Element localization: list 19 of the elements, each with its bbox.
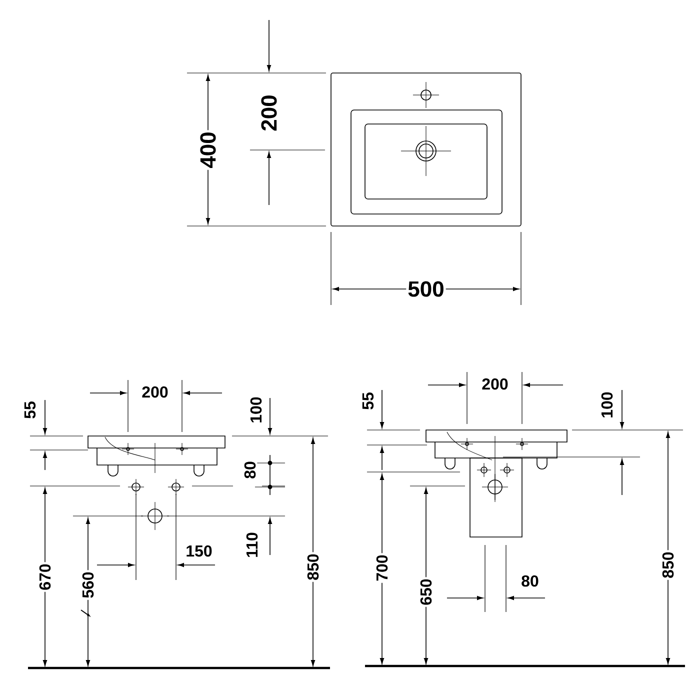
dimension-label: 100 — [600, 390, 614, 420]
dimension-label: 500 — [406, 280, 446, 298]
dimension-label: 100 — [248, 395, 264, 425]
dimension-label: 200 — [480, 376, 510, 392]
dimension-label: 80 — [520, 574, 540, 588]
dimension-label: 650 — [418, 577, 434, 607]
dimension-label: 560 — [80, 570, 96, 600]
dimension-label: 200 — [260, 93, 278, 133]
dimension-label: 80 — [242, 460, 258, 480]
dimension-label: 55 — [22, 400, 38, 420]
dimension-label: 150 — [184, 544, 214, 558]
dimension-label: 670 — [38, 562, 52, 592]
dimension-label: 200 — [140, 384, 170, 400]
dimension-label: 850 — [660, 550, 676, 580]
dimension-label: 850 — [306, 552, 320, 582]
dimension-label: 700 — [374, 553, 390, 583]
dimension-label: 110 — [244, 530, 260, 560]
dimension-label: 400 — [198, 130, 218, 170]
dimension-label: 55 — [360, 390, 376, 412]
